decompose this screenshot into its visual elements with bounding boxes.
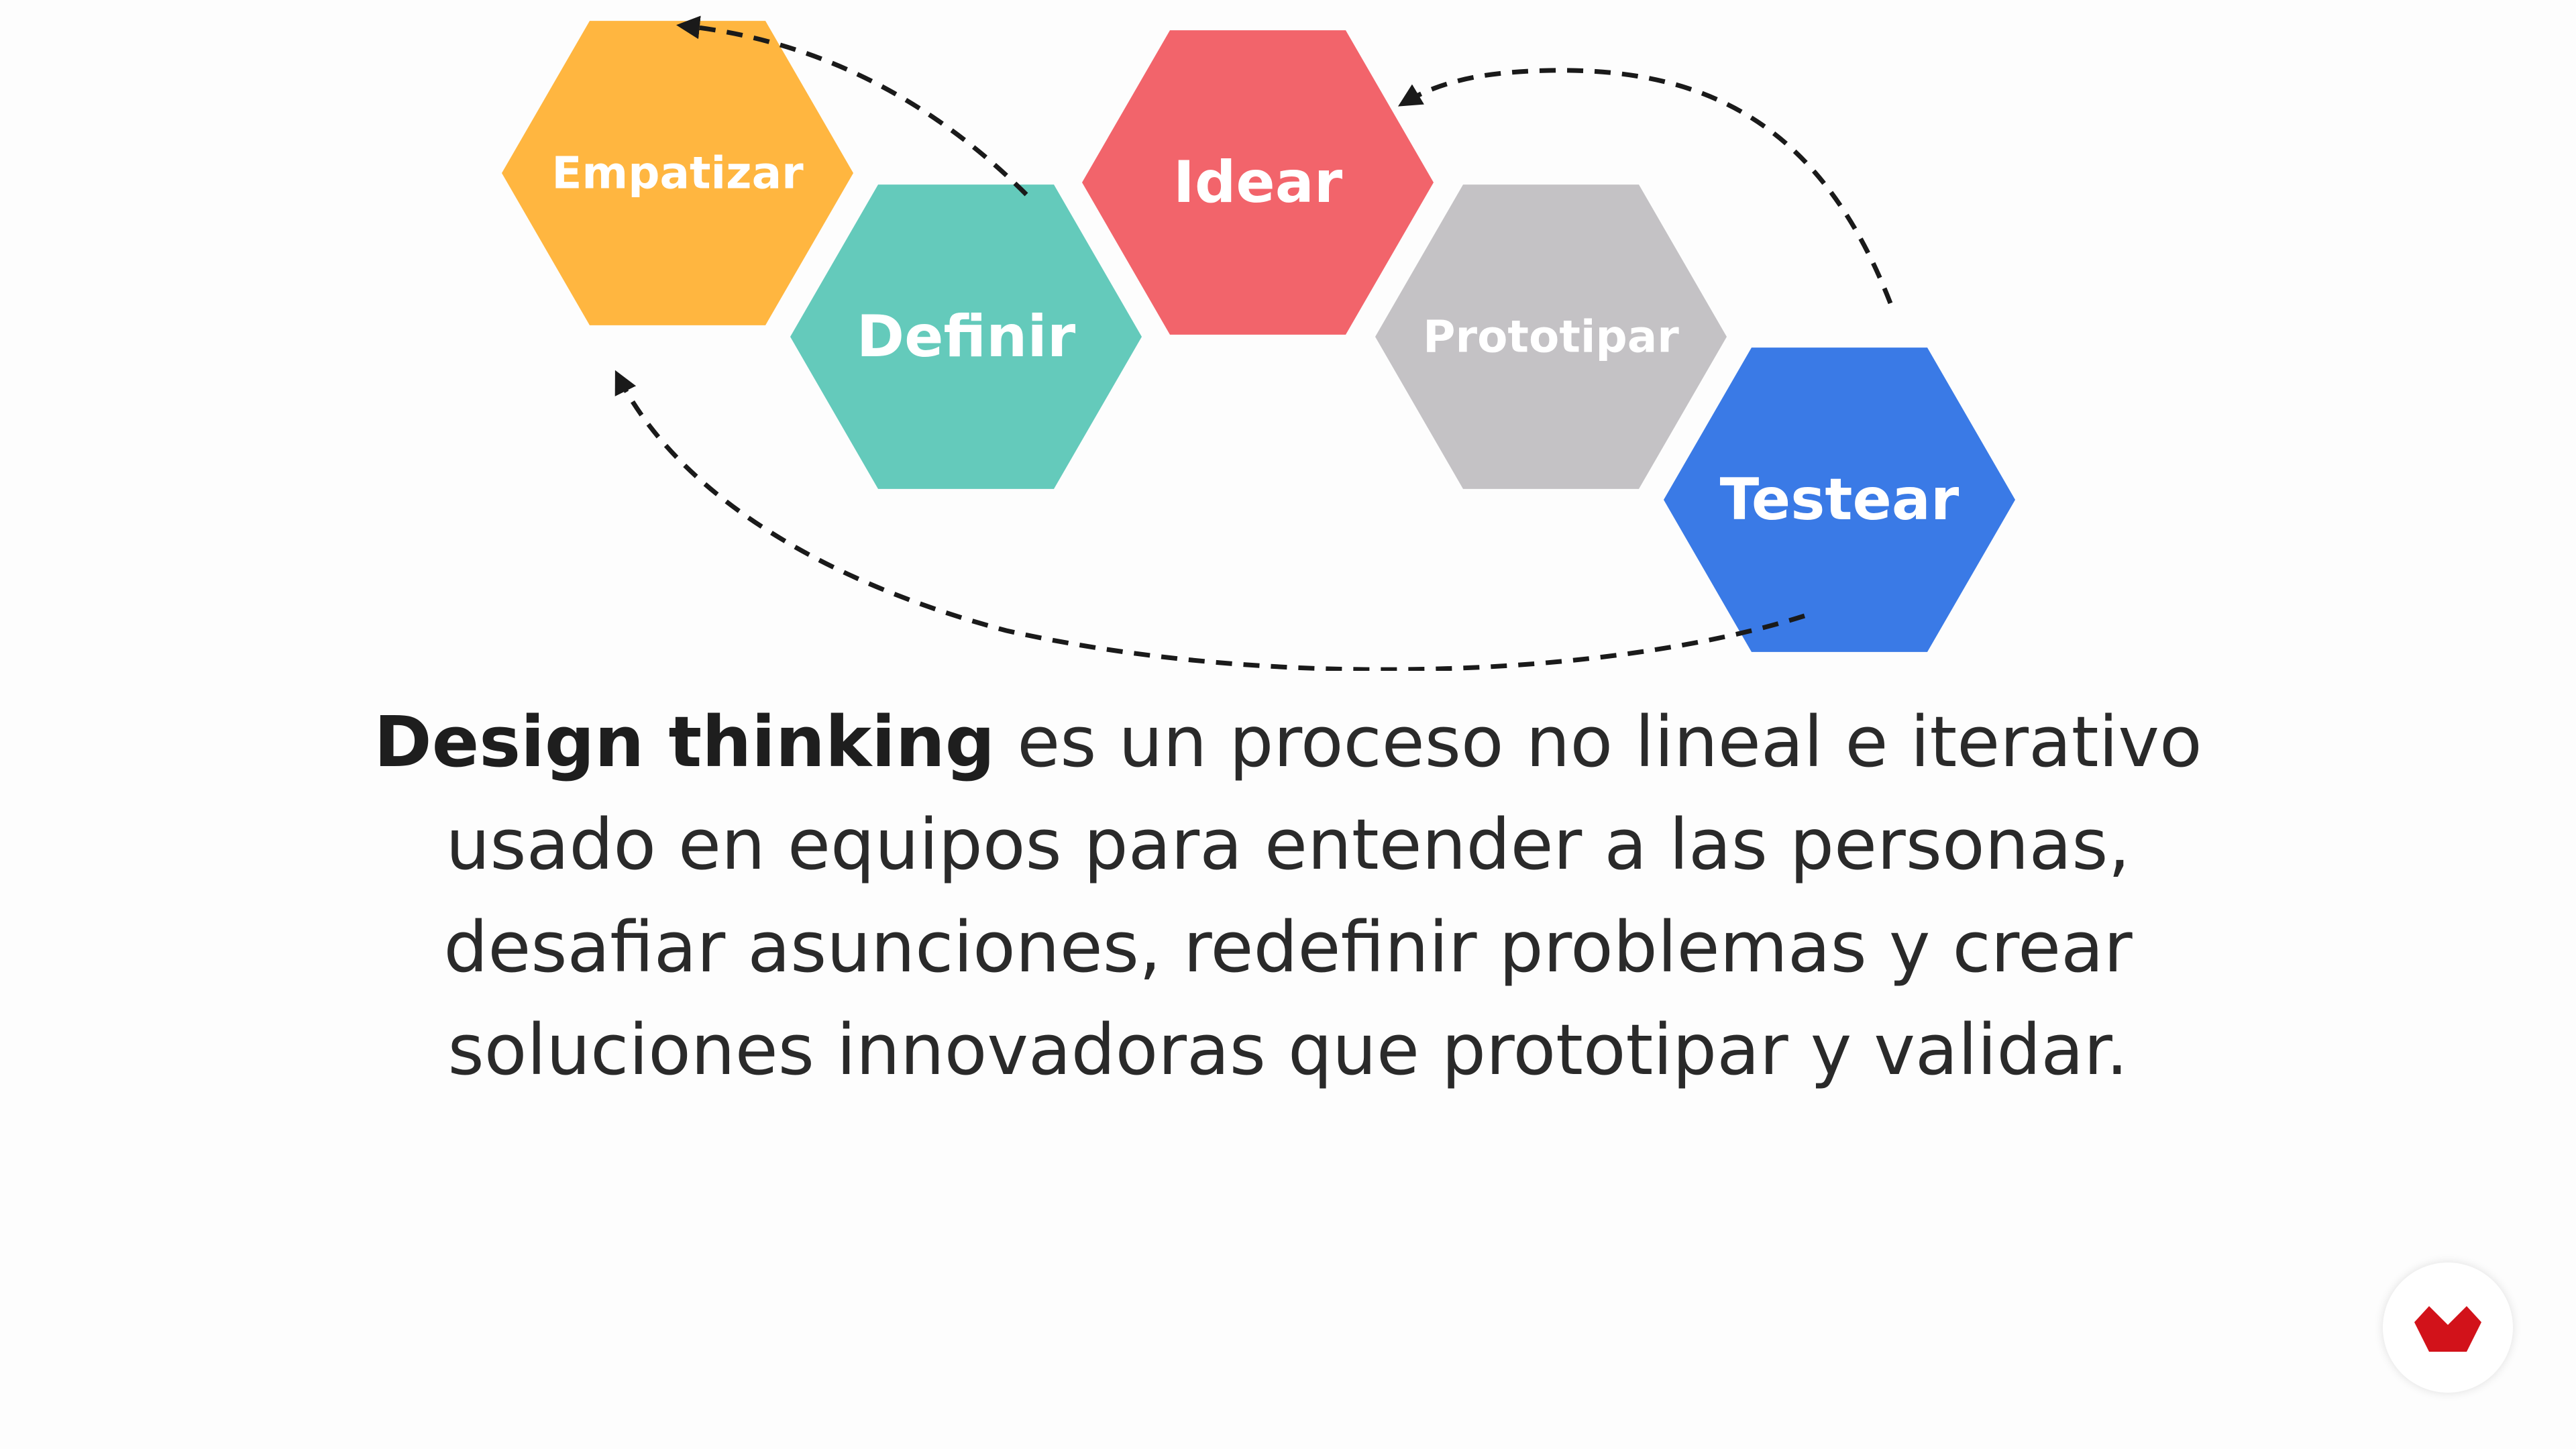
loop-arrow-testear-to-empatizar [614,370,1806,671]
stage-definir-label: Definir [857,303,1076,370]
stage-empatizar-label: Empatizar [551,148,804,199]
description-line-3: desafiar asunciones, redefinir problemas… [443,906,2133,988]
loop-arrow-definir-to-empatizar [676,15,1028,197]
loop-arrow-testear-to-idear [1397,68,1893,305]
stage-testear-label: Testear [1720,466,1960,533]
stage-idear-label: Idear [1173,149,1343,216]
description-bold-term: Design thinking [374,701,996,783]
description-line-4: soluciones innovadoras que prototipar y … [447,1009,2129,1091]
stage-prototipar-label: Prototipar [1423,311,1679,363]
loop-arrows [614,15,1893,671]
design-thinking-diagram: Empatizar Definir Idear Prototipar Teste… [502,15,2015,671]
stage-definir[interactable]: Definir [790,184,1142,489]
hexagon-group: Empatizar Definir Idear Prototipar Teste… [502,21,2015,652]
brand-logo-icon [2414,1306,2481,1352]
brand-logo-button[interactable] [2383,1263,2513,1393]
stage-empatizar[interactable]: Empatizar [502,21,853,325]
stage-idear[interactable]: Idear [1082,30,1434,335]
design-thinking-description: Design thinking es un proceso no lineal … [255,691,2321,1102]
stage-idear-hexagon [1082,30,1434,335]
stage-prototipar-hexagon [1375,184,1727,489]
description-line-1-rest: es un proceso no lineal e iterativo [995,701,2202,783]
description-line-2: usado en equipos para entender a las per… [445,804,2131,885]
stage-empatizar-hexagon [502,21,853,325]
description-line-1: Design thinking es un proceso no lineal … [255,691,2321,794]
stage-definir-hexagon [790,184,1142,489]
stage-prototipar[interactable]: Prototipar [1375,184,1727,489]
stage-testear-hexagon [1664,347,2015,652]
stage-testear[interactable]: Testear [1664,347,2015,652]
